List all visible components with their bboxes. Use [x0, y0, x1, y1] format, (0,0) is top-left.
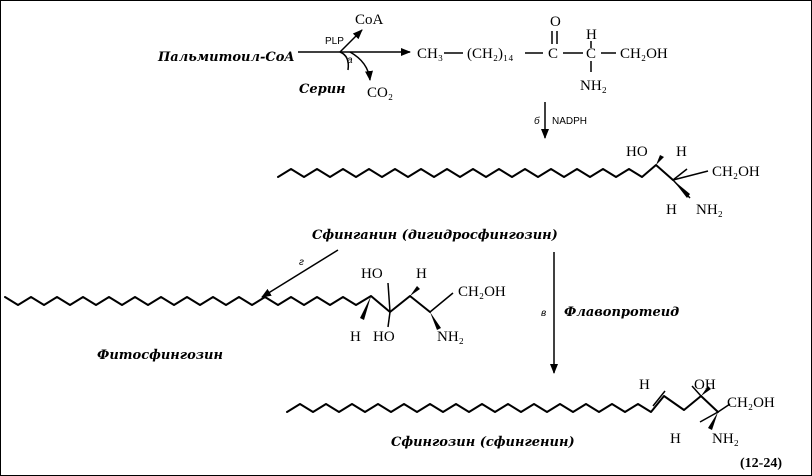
sphinganine-bond-nh2 — [672, 179, 691, 199]
sphinganine-name: Сфинганин (дигидросфингозин) — [312, 228, 558, 243]
phyto-ho-top: HO — [361, 266, 383, 282]
coa-release-arrow — [339, 29, 363, 53]
flavoprotein-label: Флавопротеид — [564, 305, 679, 320]
sphinganine-bond-h — [672, 168, 688, 181]
plp-label: PLP — [325, 36, 344, 47]
sphinganine-h-bottom: H — [666, 202, 677, 218]
phyto-h-top: H — [416, 266, 427, 282]
sphingosine-nh2: NH₂ — [712, 431, 739, 447]
phyto-wedge-h-top — [410, 286, 420, 296]
sphingosine-bond-h-bottom — [699, 411, 719, 423]
sphingosine-name: Сфингозин (сфингенин) — [391, 435, 575, 450]
sphinganine-h-top: H — [676, 144, 687, 160]
phyto-wedge-h-bottom — [360, 296, 371, 320]
sphingosine-wedge-nh2 — [708, 412, 718, 430]
sphingosine-wedge-oh — [701, 386, 711, 396]
phytosphingosine-name: Фитосфингозин — [97, 348, 223, 363]
sphinganine-bond-ch2oh — [672, 170, 709, 181]
reaction-arrow-g — [261, 249, 339, 298]
sphingosine-double-bond — [652, 390, 666, 407]
sphinganine-ho: HO — [626, 144, 648, 160]
serine-label: Серин — [299, 82, 346, 97]
phyto-bond-ch2oh — [429, 292, 454, 313]
step-a-label: а — [347, 55, 353, 66]
sphingosine-bond-h-top — [691, 385, 702, 397]
ketone-o: O — [550, 14, 561, 30]
sphingosine-chain — [286, 395, 719, 413]
sphingosine-bond-ch2oh — [717, 403, 731, 413]
serine-entry-curve — [339, 51, 350, 71]
phyto-bond-ho-top — [387, 282, 391, 313]
step-b-label: б — [534, 115, 540, 127]
co2-label: CO₂ — [367, 85, 393, 101]
ketone-c2: C — [586, 46, 596, 62]
sphinganine-nh2: NH₂ — [696, 202, 723, 218]
sphingosine-h-top: H — [639, 377, 650, 393]
palmitoyl-coa-label: Пальмитоил-CoA — [157, 50, 295, 65]
sphingosine-ch2oh: CH₂OH — [727, 395, 775, 411]
step-g-label: г — [299, 257, 304, 268]
phyto-h-bottom: H — [350, 329, 361, 345]
equation-number: (12-24) — [740, 456, 782, 471]
ketone-chain: (CH₂)₁₄ — [467, 46, 514, 62]
ketone-ch2oh: CH₂OH — [620, 46, 668, 62]
step-v-label: в — [541, 308, 546, 319]
sphingosine-h-bottom: H — [670, 431, 681, 447]
ketone-h: H — [586, 27, 597, 43]
phyto-nh2: NH₂ — [437, 329, 464, 345]
sphinganine-wedge-oh — [656, 155, 664, 165]
phyto-wedge-nh2 — [430, 312, 441, 330]
coa-label: CoA — [355, 12, 384, 28]
phyto-ho-bottom: HO — [373, 329, 395, 345]
sphinganine-chain — [277, 164, 674, 181]
phyto-ch2oh: CH₂OH — [458, 284, 506, 300]
sphingosine-oh: OH — [694, 377, 716, 393]
phyto-bond-ho-bottom — [387, 311, 391, 328]
ketone-ch3: CH₃ — [417, 46, 443, 62]
ketone-nh2: NH₂ — [580, 78, 607, 94]
ketone-c: C — [548, 46, 558, 62]
phytosphingosine-chain — [4, 295, 431, 313]
nadph-label: NADPH — [552, 116, 587, 127]
sphinganine-ch2oh: CH₂OH — [712, 164, 760, 180]
co2-release-arrow — [349, 51, 373, 81]
